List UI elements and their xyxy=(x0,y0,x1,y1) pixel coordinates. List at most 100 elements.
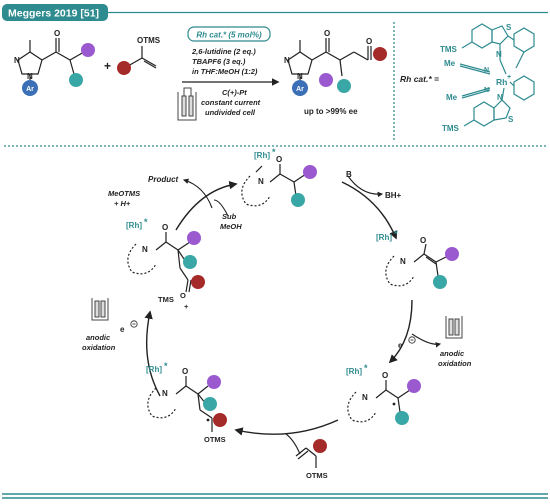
intermediate-bottom-left xyxy=(147,376,213,432)
hplus-label: + H+ xyxy=(114,199,131,208)
int4-cyan xyxy=(203,397,217,411)
catalyst-rh-plus: + xyxy=(507,74,511,81)
header-title: Meggers 2019 [51] xyxy=(8,8,99,20)
int5-star: * xyxy=(144,217,148,227)
product-release-arrow xyxy=(182,178,213,209)
oxidation-right: oxidation xyxy=(438,359,472,368)
int1-n: N xyxy=(258,177,264,186)
int2-star: * xyxy=(394,229,398,239)
substrate-purple-group xyxy=(81,43,95,57)
substrate-ar-ring xyxy=(22,80,38,96)
condition-2: TBAPF6 (3 eq.) xyxy=(192,57,246,66)
substrate-structure xyxy=(17,38,85,75)
int4-o: O xyxy=(182,367,188,376)
substrate-ar-label: Ar xyxy=(26,86,34,93)
int3-cyan xyxy=(395,411,409,425)
int2-cyan xyxy=(433,275,447,289)
product-ar-label: Ar xyxy=(296,86,304,93)
catalyst-structure xyxy=(459,23,535,127)
int4-star: * xyxy=(164,361,168,371)
substrate-entry-arrow xyxy=(213,199,229,217)
electron-right-charge xyxy=(408,336,416,344)
electrolysis-icon-left xyxy=(91,298,109,321)
conj-acid-label: BH+ xyxy=(385,191,402,200)
electrolysis-icon-right xyxy=(445,316,463,339)
int2-o: O xyxy=(420,236,426,245)
catalyst-n-me-bottom: N xyxy=(484,87,489,94)
electron-left: e xyxy=(120,325,125,334)
int5-oplus-plus: + xyxy=(184,302,189,311)
int5-red xyxy=(191,275,205,289)
catalyst-s-top: S xyxy=(506,23,512,32)
int1-star: * xyxy=(272,147,276,157)
electrode-note-1: constant current xyxy=(201,98,261,107)
int4-red xyxy=(213,413,227,427)
product-ar-ring xyxy=(292,80,308,96)
catalyst-n-me-top: N xyxy=(484,67,489,74)
product-n1: N xyxy=(284,56,290,65)
cycle-arrow-left xyxy=(144,310,161,397)
electron-left-charge xyxy=(130,320,138,328)
int3-rh: [Rh] xyxy=(346,367,362,376)
product-o1: O xyxy=(324,29,330,38)
int2-n: N xyxy=(400,257,406,266)
product-red-group xyxy=(373,47,387,61)
meotms-label: MeOTMS xyxy=(108,189,140,198)
product-purple-group xyxy=(319,73,333,87)
int5-oplus-o: O xyxy=(180,291,186,300)
electron-right: e xyxy=(398,341,403,350)
int3-purple xyxy=(407,379,421,393)
product-o2: O xyxy=(366,37,372,46)
header-tab xyxy=(2,4,108,21)
catalyst-n-top: N xyxy=(496,50,502,59)
electrode-note-2: undivided cell xyxy=(205,108,256,117)
catalyst-box-label: Rh cat.* (5 mol%) xyxy=(196,31,262,40)
catalyst-box xyxy=(187,26,271,42)
intermediate-left xyxy=(127,232,192,293)
cycle-arrow-right xyxy=(388,299,413,364)
electrolysis-cell-icon xyxy=(177,87,197,121)
base-label: B xyxy=(346,170,352,179)
catalyst-me-bottom: Me xyxy=(446,93,458,102)
int5-cyan xyxy=(183,255,197,269)
int5-n: N xyxy=(142,245,148,254)
cycle-enol-otms: OTMS xyxy=(306,471,328,480)
product-structure xyxy=(287,38,372,77)
int5-tms: TMS xyxy=(158,295,174,304)
catalyst-equals-label: Rh cat.* = xyxy=(400,74,439,84)
int4-purple xyxy=(207,375,221,389)
int1-o: O xyxy=(276,155,282,164)
catalyst-rh: Rh xyxy=(496,77,507,87)
int3-star: * xyxy=(364,363,368,373)
plus-sign: + xyxy=(104,59,111,73)
intermediate-top xyxy=(241,164,307,207)
cycle-arrow-top-right xyxy=(341,181,398,240)
int3-n: N xyxy=(362,393,368,402)
int4-radical-dot xyxy=(206,418,210,422)
int1-cyan xyxy=(291,193,305,207)
int4-rh: [Rh] xyxy=(146,365,162,374)
int1-rh: [Rh] xyxy=(254,151,270,160)
anodic-right: anodic xyxy=(440,349,465,358)
ee-label: up to >99% ee xyxy=(304,107,358,116)
oxidation-left: oxidation xyxy=(82,343,116,352)
catalyst-tms-bottom: TMS xyxy=(442,124,460,133)
int3-radical-dot xyxy=(392,402,396,406)
int5-purple xyxy=(187,231,201,245)
enol-entry-arrow xyxy=(285,433,301,455)
product-label: Product xyxy=(148,175,179,184)
catalyst-me-top: Me xyxy=(444,59,456,68)
enol-otms-label: OTMS xyxy=(137,36,161,45)
cycle-enol-ether xyxy=(295,447,317,468)
cycle-arrow-bottom xyxy=(234,419,339,436)
meoh-label: MeOH xyxy=(220,222,242,231)
int5-o: O xyxy=(162,223,168,232)
base-arrow xyxy=(347,175,384,198)
electrode-label: C(+)-Pt xyxy=(222,88,247,97)
catalyst-tms-top: TMS xyxy=(440,45,458,54)
enol-red-group xyxy=(117,61,131,75)
int3-o: O xyxy=(382,371,388,380)
anodic-left: anodic xyxy=(86,333,111,342)
int5-rh: [Rh] xyxy=(126,221,142,230)
